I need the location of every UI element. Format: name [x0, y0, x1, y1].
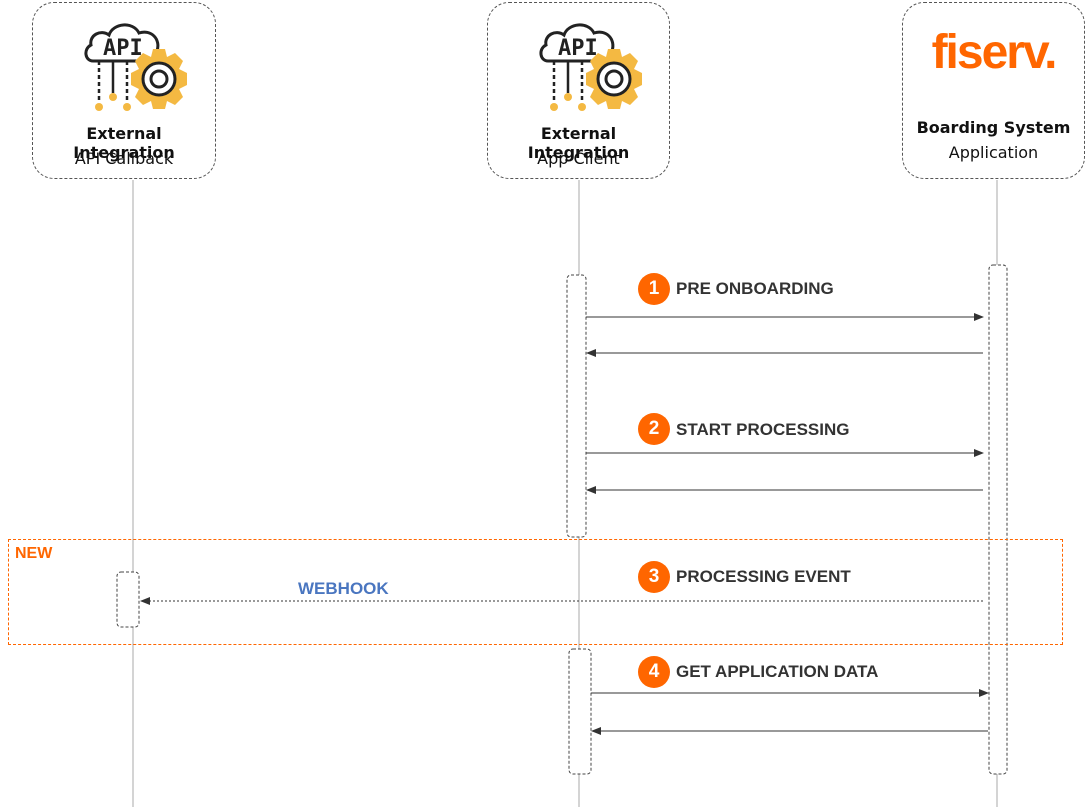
step-label-pre-onboarding: PRE ONBOARDING: [676, 279, 834, 298]
step-number-badge: 4: [638, 656, 670, 688]
step-label-start-processing: START PROCESSING: [676, 420, 850, 439]
step-number-badge: 2: [638, 413, 670, 445]
actor-subtitle: API Callback: [74, 149, 174, 168]
actor-api-callback: API External Integration API Callback: [32, 2, 216, 179]
actor-title: Boarding System: [916, 118, 1071, 137]
step-label-processing-event: PROCESSING EVENT: [676, 567, 851, 586]
api-cloud-gear-icon: API: [81, 17, 193, 117]
actor-boarding-system: fiserv. Boarding System Application: [902, 2, 1085, 179]
activation-client-1: [566, 274, 587, 538]
step-number-badge: 1: [638, 273, 670, 305]
activation-boarding: [988, 264, 1008, 775]
step-number-badge: 3: [638, 561, 670, 593]
actor-subtitle: Application: [948, 143, 1039, 162]
actor-subtitle: App Client: [537, 149, 620, 168]
fiserv-logo: fiserv.: [931, 26, 1058, 79]
svg-text:API: API: [558, 36, 598, 61]
activation-callback: [116, 571, 140, 628]
step-label-get-application-data: GET APPLICATION DATA: [676, 662, 879, 681]
actor-title: External Integration: [527, 124, 630, 162]
api-cloud-gear-icon: API: [536, 17, 648, 117]
svg-text:API: API: [103, 36, 143, 61]
webhook-message-label: WEBHOOK: [298, 579, 389, 598]
actor-title: External Integration: [73, 124, 175, 162]
new-region-label: NEW: [15, 545, 53, 562]
new-region: [8, 539, 1063, 645]
actor-app-client: API External Integration App Client: [487, 2, 670, 179]
activation-client-2: [568, 648, 592, 775]
